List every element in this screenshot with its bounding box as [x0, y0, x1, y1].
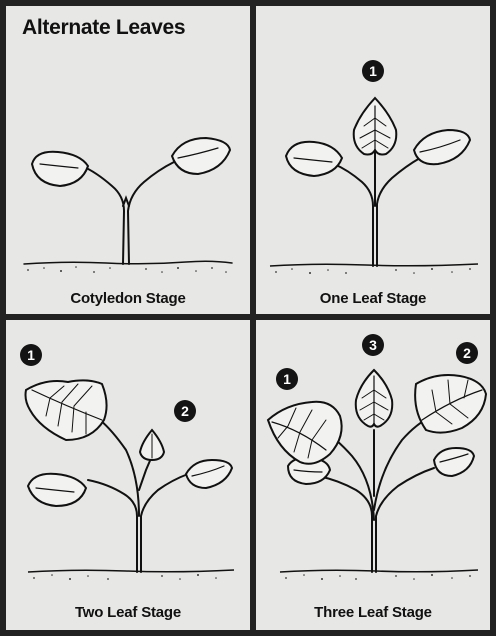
leaf-number-1-badge: 1: [20, 344, 42, 366]
leaf-number-1-badge: 1: [362, 60, 384, 82]
panel-three-leaf-stage: 1 3 2 Three Leaf Stage: [256, 320, 490, 630]
panel-two-leaf-stage: 1 2 Two Leaf Stage: [6, 320, 250, 630]
three-leaf-stage-illustration: [256, 320, 490, 630]
panel-caption: Two Leaf Stage: [6, 604, 250, 621]
cotyledon-stage-illustration: [6, 6, 250, 314]
panel-cotyledon-stage: Alternate Leaves Cotyledon Stage: [6, 6, 250, 314]
two-leaf-stage-illustration: [6, 320, 250, 630]
leaf-number-2-badge: 2: [456, 342, 478, 364]
panel-caption: Cotyledon Stage: [6, 290, 250, 307]
leaf-number-3-badge: 3: [362, 334, 384, 356]
panel-caption: Three Leaf Stage: [256, 604, 490, 621]
panel-caption: One Leaf Stage: [256, 290, 490, 307]
leaf-number-2-badge: 2: [174, 400, 196, 422]
leaf-number-1-badge: 1: [276, 368, 298, 390]
one-leaf-stage-illustration: [256, 6, 490, 314]
panel-one-leaf-stage: 1 One Leaf Stage: [256, 6, 490, 314]
